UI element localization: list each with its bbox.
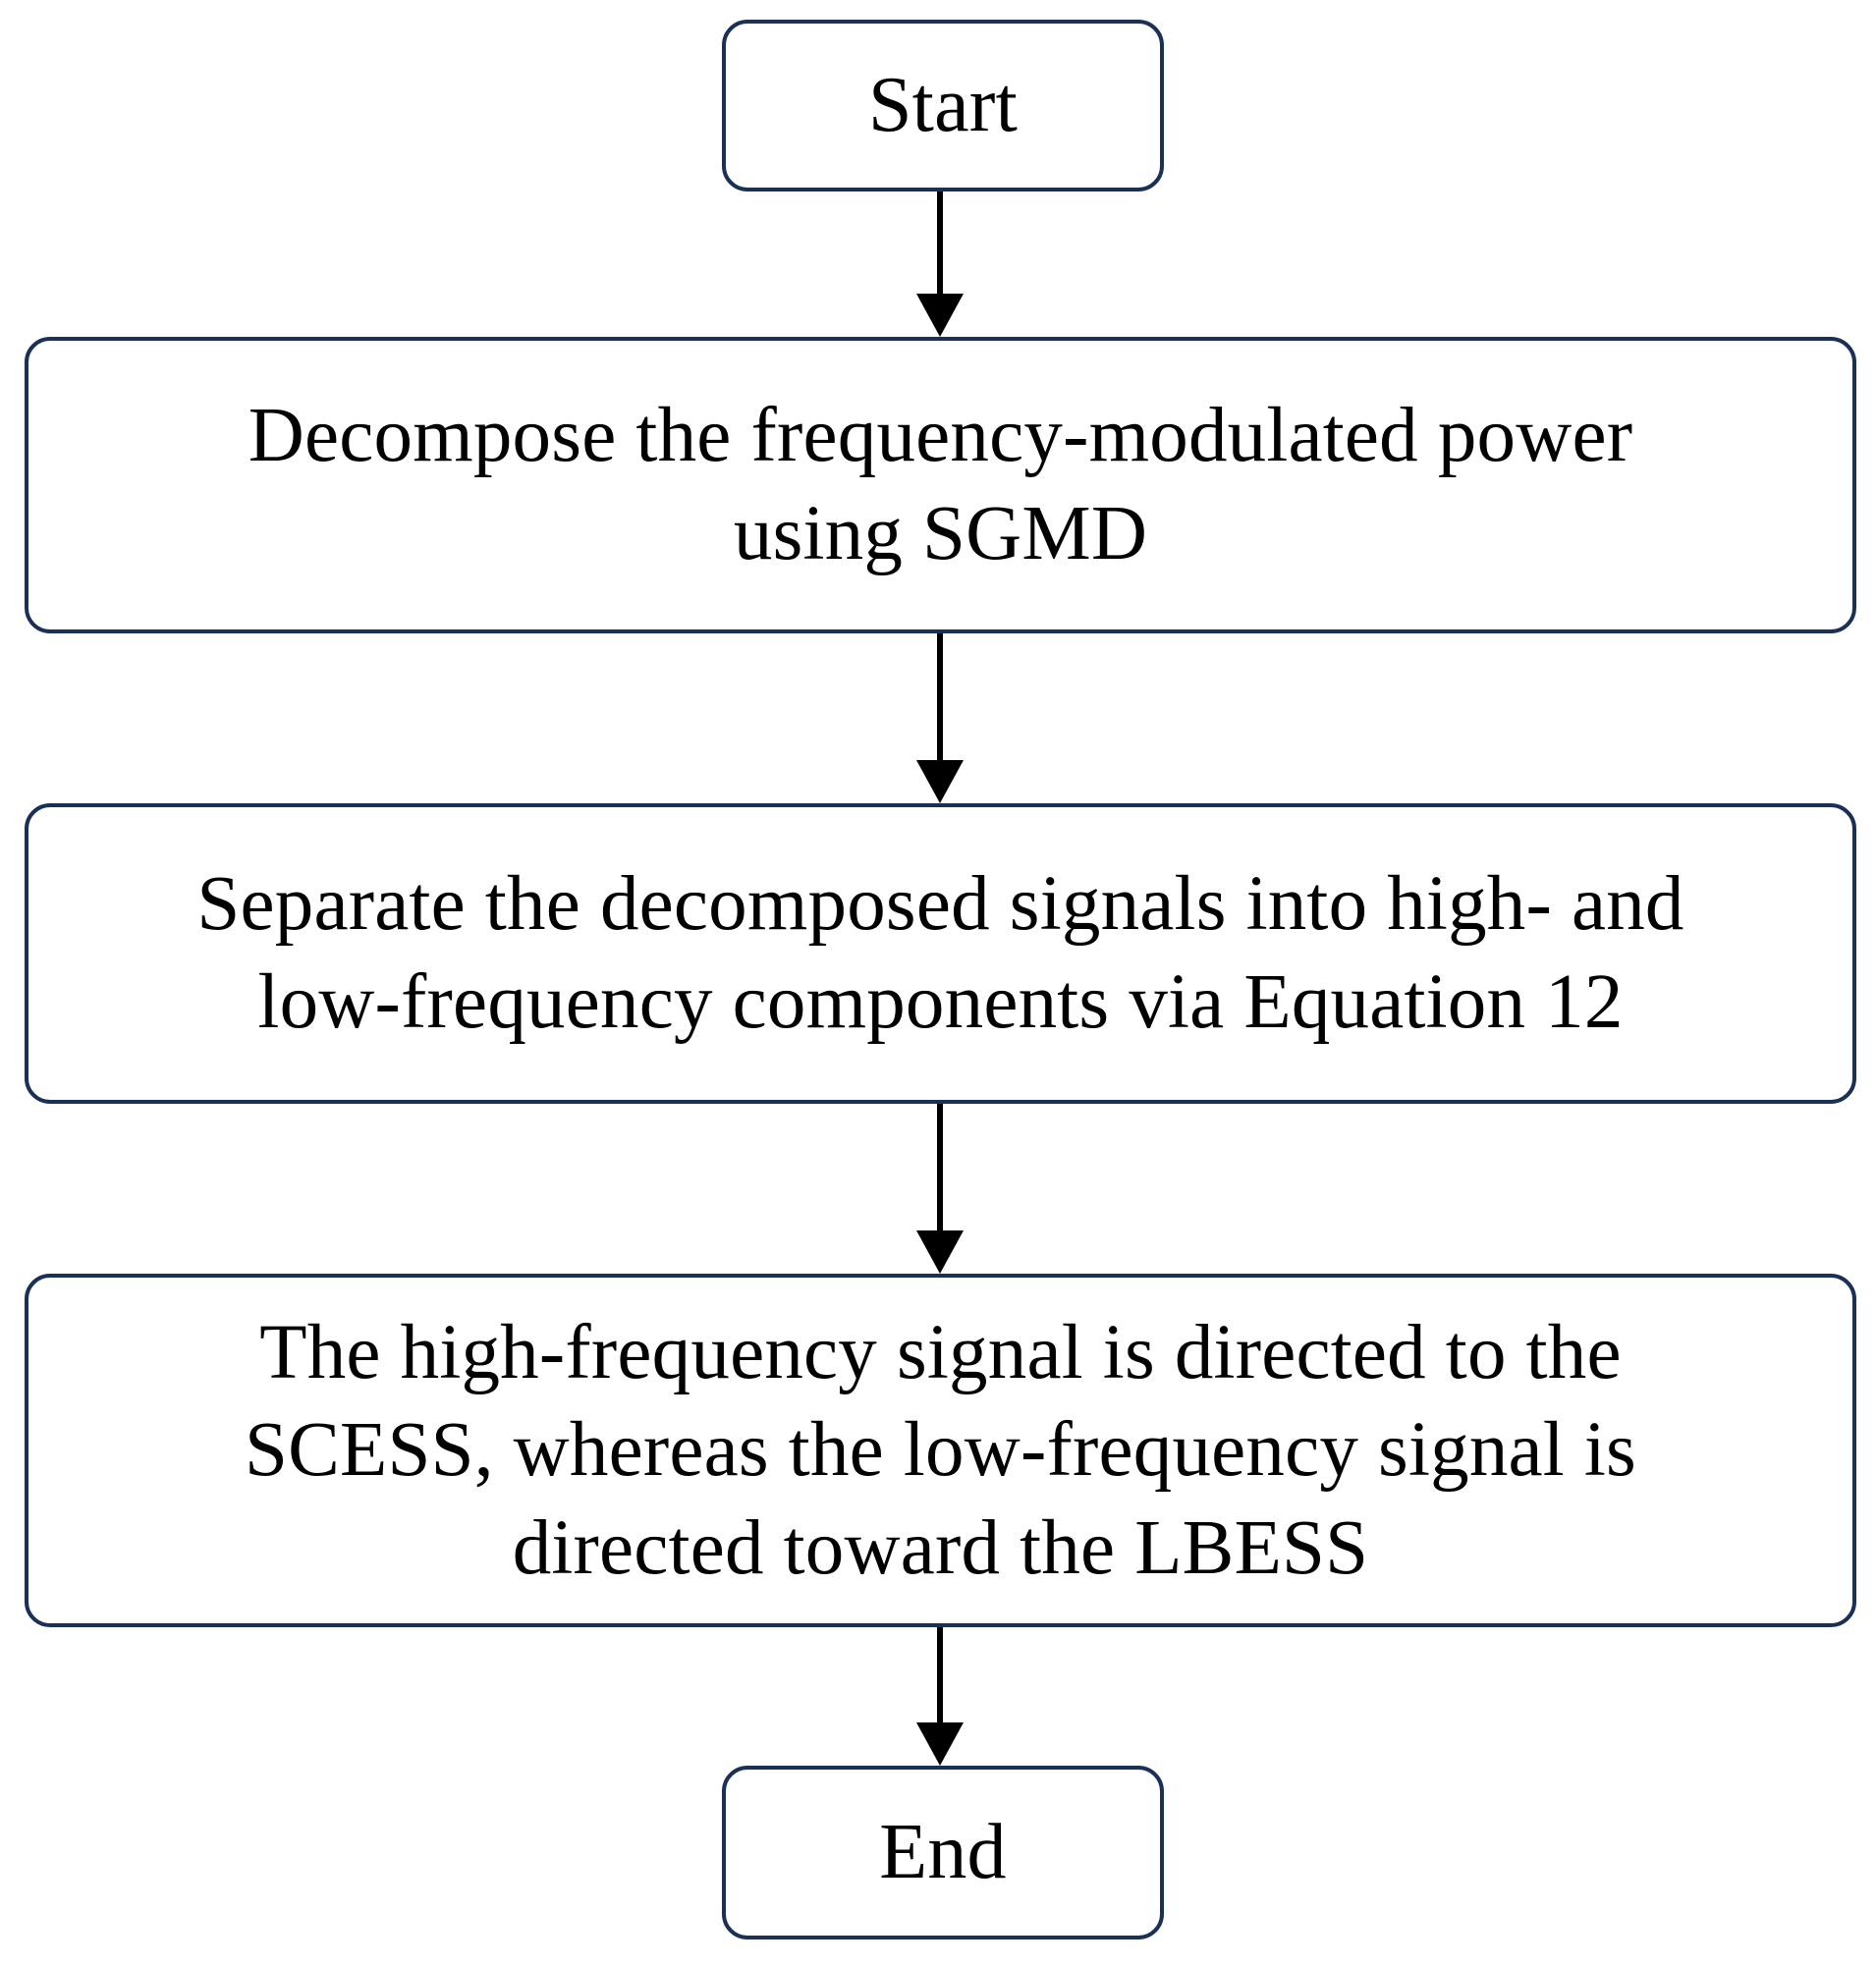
arrow-shaft	[937, 633, 943, 762]
flowchart-node-separate-label: Separate the decomposed signals into hig…	[196, 861, 1684, 1045]
flowchart-node-start-label: Start	[867, 62, 1019, 149]
flowchart-node-separate[interactable]: Separate the decomposed signals into hig…	[25, 803, 1856, 1104]
flowchart-node-end-label: End	[879, 1809, 1007, 1896]
arrow-shaft	[937, 1627, 943, 1724]
arrow-shaft	[937, 191, 943, 296]
flowchart-node-end[interactable]: End	[722, 1766, 1164, 1939]
flowchart-arrow-start-to-decompose	[916, 191, 964, 337]
flowchart-node-decompose-label: Decompose the frequency-modulated power …	[248, 393, 1633, 576]
arrowhead-down-icon	[916, 760, 964, 803]
arrowhead-down-icon	[916, 1722, 964, 1766]
flowchart-node-route[interactable]: The high-frequency signal is directed to…	[25, 1274, 1856, 1627]
arrow-shaft	[937, 1104, 943, 1232]
arrowhead-down-icon	[916, 294, 964, 337]
arrowhead-down-icon	[916, 1230, 964, 1274]
flowchart-arrow-decompose-to-separate	[916, 633, 964, 803]
flowchart-node-decompose[interactable]: Decompose the frequency-modulated power …	[25, 337, 1856, 633]
flowchart-node-start[interactable]: Start	[722, 20, 1164, 191]
flowchart-arrow-route-to-end	[916, 1627, 964, 1766]
flowchart-arrow-separate-to-route	[916, 1104, 964, 1274]
flowchart-node-route-label: The high-frequency signal is directed to…	[245, 1309, 1636, 1591]
